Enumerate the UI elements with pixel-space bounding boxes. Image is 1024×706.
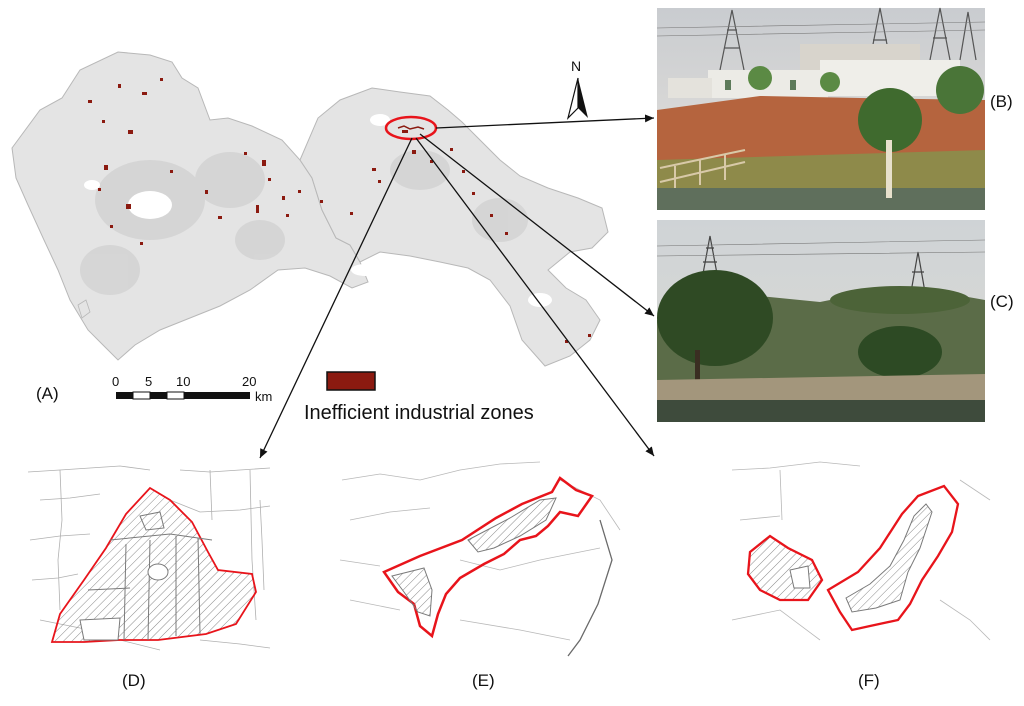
callout-arrows (259, 114, 655, 459)
panel-label-e: (E) (472, 671, 495, 690)
north-arrow (566, 77, 588, 120)
panel-label-b: (B) (990, 92, 1013, 111)
scale-bar (116, 391, 250, 400)
legend-swatch (326, 371, 376, 391)
map-island (77, 299, 91, 319)
scale-tick-0: 0 (112, 374, 120, 389)
panel-label-c: (C) (990, 292, 1014, 311)
scale-tick-5: 5 (145, 374, 153, 389)
panel-label-a: (A) (36, 384, 59, 403)
arrow-to-c (419, 133, 655, 317)
arrow-to-d (259, 137, 413, 459)
arrow-to-b (435, 114, 655, 129)
arrow-to-e (415, 137, 655, 457)
photo-b (656, 7, 986, 210)
legend-label: Inefficient industrial zones (304, 402, 534, 424)
scale-tick-10: 10 (176, 374, 191, 389)
inefficient-zone-patches (88, 78, 591, 343)
parcel-map-f (731, 461, 991, 641)
compass-label: N (571, 58, 582, 74)
scale-tick-20: 20 (242, 374, 257, 389)
scale-unit: km (255, 389, 273, 404)
panel-label-f: (F) (858, 671, 880, 690)
parcel-map-e (339, 461, 621, 657)
panel-label-d: (D) (122, 671, 146, 690)
study-area-map (11, 51, 609, 367)
parcel-map-d (27, 465, 271, 651)
photo-c (656, 220, 986, 422)
map-land-east (299, 87, 609, 367)
